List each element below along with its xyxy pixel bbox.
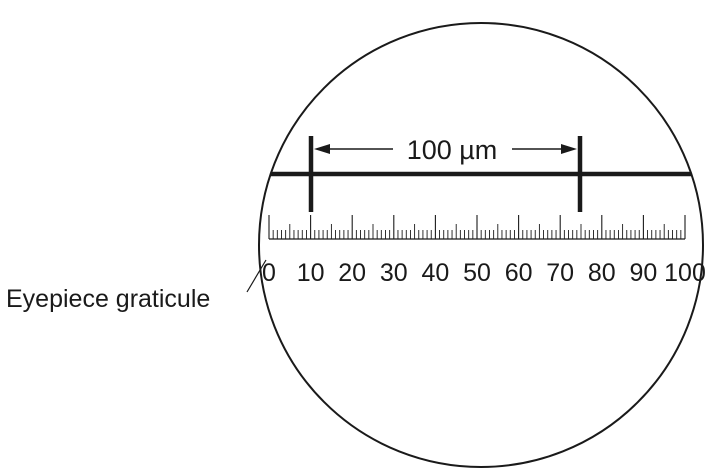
graticule-number-80: 80 (588, 259, 616, 287)
graticule-number-20: 20 (338, 259, 366, 287)
arrowhead-left (314, 144, 330, 154)
graticule-leader-line (246, 259, 267, 293)
arrowhead-right (561, 144, 577, 154)
graticule-number-60: 60 (505, 259, 533, 287)
dimension-arrow (314, 144, 577, 154)
graticule-number-50: 50 (463, 259, 491, 287)
graticule-number-70: 70 (546, 259, 574, 287)
graticule-number-90: 90 (629, 259, 657, 287)
graticule-number-10: 10 (297, 259, 325, 287)
graticule-label: Eyepiece graticule (6, 285, 210, 313)
measurement-label: 100 µm (407, 135, 498, 165)
graticule-number-40: 40 (421, 259, 449, 287)
field-of-view-circle (258, 22, 704, 468)
eyepiece-graticule-scale (268, 215, 686, 240)
graticule-number-0: 0 (262, 259, 276, 287)
graticule-number-100: 100 (664, 259, 706, 287)
graticule-number-30: 30 (380, 259, 408, 287)
